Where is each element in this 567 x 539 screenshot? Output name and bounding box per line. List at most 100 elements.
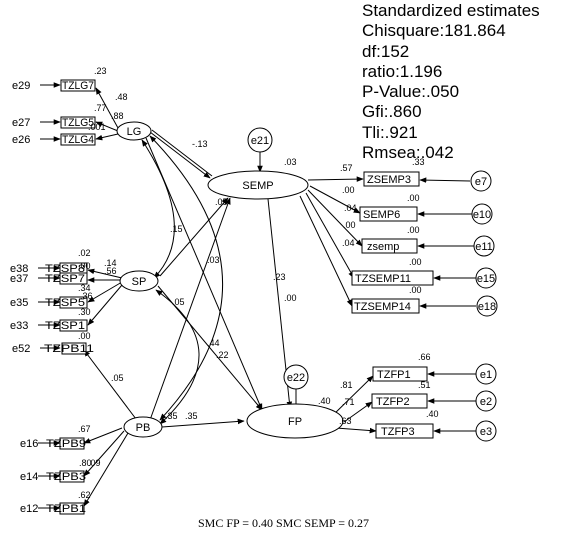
coef-sp-a4: .56 xyxy=(104,266,117,276)
coef-fp-r2: .40 xyxy=(318,396,331,406)
indicator-box-semp5 xyxy=(351,298,420,314)
coef-pb-semp: .35 xyxy=(165,411,178,421)
indicator-label-sp2: TZSP7 xyxy=(45,273,85,285)
coef-fp-l3: .63 xyxy=(339,416,352,426)
coef-semp-s3: .00 xyxy=(407,225,420,235)
error-label-e27: e27 xyxy=(12,117,30,129)
coef-pb-a4: .62 xyxy=(78,490,91,500)
coef-semp-l5: .04 xyxy=(342,238,355,248)
coef-semp-r2: .03 xyxy=(284,157,297,167)
latent-label-fp: FP xyxy=(288,416,302,428)
coef-fp-l2: .71 xyxy=(342,397,355,407)
error-label-e29: e29 xyxy=(12,80,30,92)
coef-sp-a2: .14 xyxy=(104,258,117,268)
error-e21 xyxy=(247,127,273,153)
coef-lg-smc2: .77 xyxy=(94,103,107,113)
error-label-e52: e52 xyxy=(12,343,30,355)
coef-sp-a5: .34 xyxy=(78,283,91,293)
error-e15 xyxy=(475,267,497,289)
coef-sp-a1: .02 xyxy=(78,248,91,258)
error-e3 xyxy=(475,420,497,442)
error-label-e2: e2 xyxy=(480,396,492,408)
stats-title: Standardized estimates xyxy=(362,1,540,20)
indicator-label-semp5: TZSEMP14 xyxy=(354,301,411,313)
error-label-e35: e35 xyxy=(10,297,28,309)
indicator-box-semp4 xyxy=(351,270,434,286)
coef-lg-load2: .88 xyxy=(111,111,124,121)
indicator-box-pb2 xyxy=(59,470,85,483)
indicator-label-semp2: SEMP6 xyxy=(363,209,400,221)
error-label-e26: e26 xyxy=(12,134,30,146)
coef-semp-l4: .00 xyxy=(343,220,356,230)
indicator-box-sp3 xyxy=(59,296,88,309)
coef-lg-fp: .23 xyxy=(273,272,286,282)
indicator-box-lg2 xyxy=(60,116,96,129)
error-label-e37: e37 xyxy=(10,273,28,285)
indicator-label-sp1: TZSP8 xyxy=(45,263,85,275)
coef-sp-a8: .00 xyxy=(78,331,91,341)
coef-sp-fp: .05 xyxy=(172,297,185,307)
error-label-e22: e22 xyxy=(287,372,305,384)
error-e11 xyxy=(473,235,495,257)
error-e10 xyxy=(471,203,493,225)
error-e7 xyxy=(470,170,492,192)
indicator-box-fp3 xyxy=(375,423,434,439)
indicator-box-lg1 xyxy=(60,79,96,92)
coef-semp-l3: .04 xyxy=(344,203,357,213)
indicator-label-semp1: ZSEMP3 xyxy=(367,174,411,186)
indicator-label-sp3: TZSP5 xyxy=(45,297,85,309)
coef-pb-a1: .67 xyxy=(78,424,91,434)
caption: SMC FP = 0.40 SMC SEMP = 0.27 xyxy=(197,516,370,530)
coef-semp-fp: .00 xyxy=(284,293,297,303)
indicator-label-lg3: TZLG4 xyxy=(62,134,94,146)
coef-pb-fp-cov: .22 xyxy=(216,350,229,360)
coef-pb-a3: .09 xyxy=(88,458,101,468)
latent-sp xyxy=(119,270,159,292)
error-label-e14: e14 xyxy=(20,471,38,483)
stats-line: Tli:.921 xyxy=(362,122,418,142)
coef-fp-s2: .51 xyxy=(418,380,431,390)
error-label-e18: e18 xyxy=(478,301,496,313)
coef-sp-pb-cov: .44 xyxy=(207,338,220,348)
indicator-box-pb1 xyxy=(59,437,85,450)
indicator-label-pb1: TZPB9 xyxy=(46,438,86,450)
error-label-e12: e12 xyxy=(20,503,38,515)
indicator-box-semp3 xyxy=(361,238,418,254)
error-label-e15: e15 xyxy=(477,273,495,285)
indicator-box-sp4 xyxy=(59,319,88,332)
latent-semp xyxy=(207,170,309,200)
coef-semp-s4: .00 xyxy=(409,257,422,267)
error-label-e21: e21 xyxy=(251,135,269,147)
indicator-label-sp4: TZSP1 xyxy=(45,320,85,332)
indicator-box-sp2 xyxy=(59,272,88,285)
indicator-label-semp3: zsemp xyxy=(367,241,399,253)
coef-semp-l2: .00 xyxy=(342,185,355,195)
coef-sp-semp: .05 xyxy=(215,197,228,207)
indicator-box-pb0 xyxy=(61,342,87,355)
fit-statistics-panel: Standardized estimates Chisquare:181.864… xyxy=(362,1,540,163)
error-label-e16: e16 xyxy=(20,438,38,450)
coef-semp-l1: .57 xyxy=(340,163,353,173)
stats-line: ratio:1.196 xyxy=(362,61,443,81)
error-label-e11: e11 xyxy=(475,241,493,253)
latent-fp xyxy=(246,403,344,439)
coef-fp-l1: .81 xyxy=(340,380,353,390)
error-label-e7: e7 xyxy=(475,176,487,188)
stats-line: Gfi:.860 xyxy=(362,102,422,122)
indicator-box-fp2 xyxy=(371,393,428,409)
error-label-e38: e38 xyxy=(10,263,28,275)
coef-sp-a3: .00 xyxy=(78,261,91,271)
coef-lg-load1: .48 xyxy=(115,92,128,102)
indicator-label-pb3: TZPB1 xyxy=(46,503,86,515)
coef-semp-s1: .33 xyxy=(412,157,425,167)
latent-label-semp: SEMP xyxy=(242,180,273,192)
indicator-label-pb0: TZPB11 xyxy=(44,343,94,355)
indicator-label-fp1: TZFP1 xyxy=(377,369,411,381)
coef-lg-semp: -.13 xyxy=(192,139,208,149)
latent-label-sp: SP xyxy=(132,276,147,288)
indicator-label-lg1: TZLG7 xyxy=(62,80,94,92)
indicator-label-fp3: TZFP3 xyxy=(381,426,415,438)
coef-lg-smc1: .23 xyxy=(94,66,107,76)
stats-line: df:152 xyxy=(362,41,410,61)
